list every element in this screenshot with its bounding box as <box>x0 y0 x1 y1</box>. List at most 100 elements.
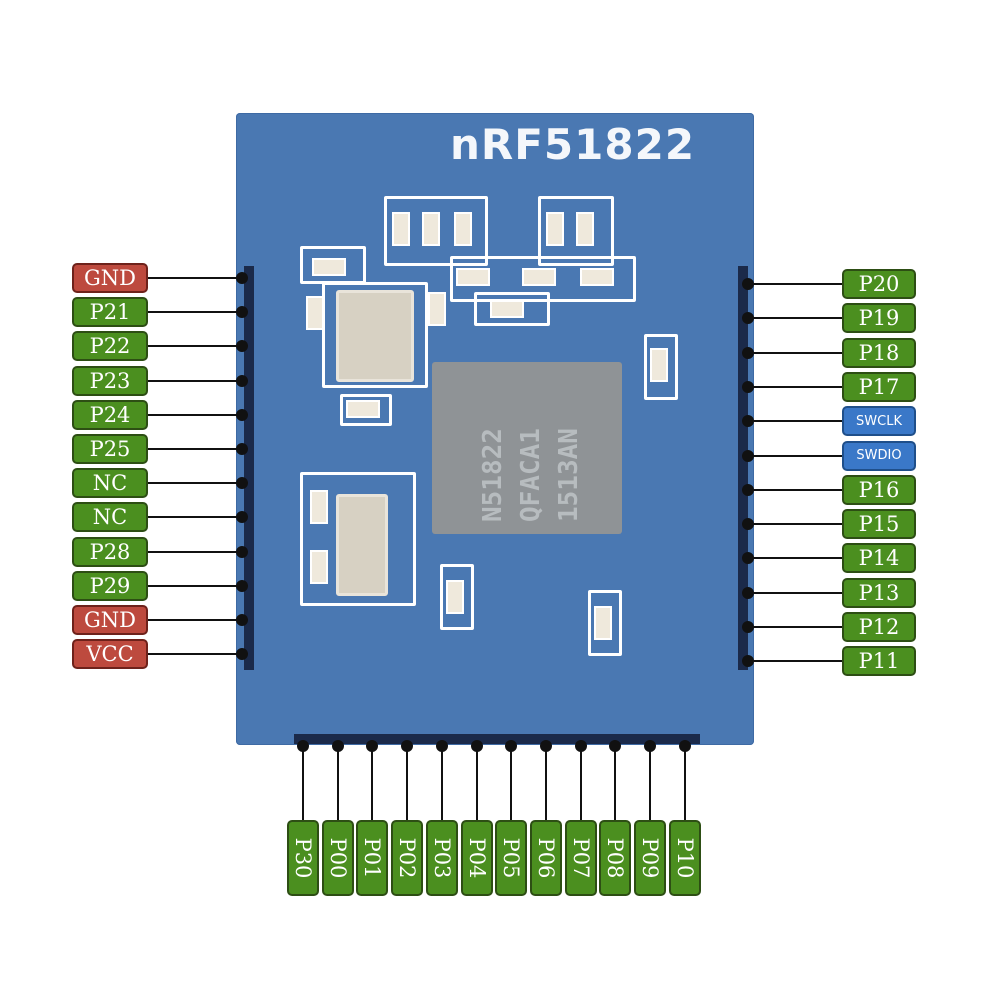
pin-dot <box>236 614 248 626</box>
pin-label-right-p15: P15 <box>842 509 916 540</box>
component-outline <box>474 292 550 326</box>
pin-label-left-p21: P21 <box>72 297 148 328</box>
pin-leader-line <box>148 584 242 587</box>
pin-leader-line <box>148 379 242 382</box>
pin-leader-line <box>748 557 842 560</box>
smd-component <box>522 268 556 286</box>
board-title: nRF51822 <box>450 120 696 169</box>
pin-leader-line <box>148 448 242 450</box>
pin-leader-line <box>748 283 842 285</box>
pin-label-bottom-p02: P02 <box>391 820 424 896</box>
pin-leader-line <box>748 351 842 354</box>
pin-label-text: P10 <box>672 837 697 879</box>
smd-component <box>346 400 380 418</box>
pin-label-bottom-p03: P03 <box>425 820 458 896</box>
pin-leader-line <box>148 277 242 279</box>
pin-leader-line <box>748 488 842 491</box>
pin-leader-line <box>510 746 513 822</box>
pin-leader-line <box>748 523 842 526</box>
chip-marking-line-2: QFACA1 <box>516 428 546 522</box>
pin-label-bottom-p00: P00 <box>321 820 354 896</box>
pin-label-left-nc: NC <box>72 468 148 499</box>
component-outline <box>440 564 474 630</box>
pin-leader-line <box>371 746 374 822</box>
pin-leader-line <box>440 746 443 822</box>
pin-label-text: P03 <box>429 837 454 879</box>
pin-label-bottom-p09: P09 <box>634 820 666 896</box>
pin-label-right-p11: P11 <box>842 646 916 677</box>
pin-label-left-p25: P25 <box>72 434 148 464</box>
pin-label-text: P04 <box>464 837 489 879</box>
smd-component <box>422 212 440 246</box>
pin-dot <box>236 648 248 661</box>
pin-label-text: P05 <box>499 837 524 879</box>
pin-label-left-p23: P23 <box>72 365 148 396</box>
pin-label-text: P02 <box>395 837 420 879</box>
pin-dot <box>236 579 248 592</box>
component-outline <box>322 282 428 388</box>
pin-leader-line <box>748 317 842 320</box>
pin-leader-line <box>406 746 409 822</box>
pin-leader-line <box>148 413 242 416</box>
pin-label-text: P06 <box>533 837 558 879</box>
smd-component <box>580 268 614 286</box>
pin-label-left-gnd: GND <box>72 605 148 635</box>
pin-leader-line <box>302 746 304 822</box>
pin-label-left-p24: P24 <box>72 399 148 430</box>
chip-marking-line-1: N51822 <box>478 428 508 522</box>
pin-leader-line <box>148 311 242 314</box>
pin-label-left-nc: NC <box>72 502 148 533</box>
smd-component <box>650 348 668 382</box>
pin-dot <box>236 374 248 387</box>
pin-label-text: P07 <box>568 837 593 879</box>
pin-label-right-p14: P14 <box>842 543 916 574</box>
pin-label-bottom-p04: P04 <box>460 820 493 896</box>
left-pad-strip <box>244 266 254 670</box>
pin-label-right-p12: P12 <box>842 612 916 642</box>
pin-leader-line <box>614 746 617 822</box>
component-outline <box>588 590 622 656</box>
pin-label-left-p29: P29 <box>72 570 148 601</box>
component-outline <box>450 256 636 302</box>
pin-label-right-p13: P13 <box>842 577 916 608</box>
pin-leader-line <box>148 345 242 348</box>
pin-leader-line <box>148 653 242 656</box>
pin-label-right-p18: P18 <box>842 337 916 368</box>
pin-label-right-p20: P20 <box>842 269 916 299</box>
pin-leader-line <box>748 385 842 388</box>
pin-label-left-p28: P28 <box>72 536 148 567</box>
crystal-32khz <box>336 494 388 596</box>
smd-component <box>310 490 328 524</box>
pin-leader-line <box>579 746 582 822</box>
pin-label-right-p17: P17 <box>842 371 916 402</box>
pin-label-right-p19: P19 <box>842 303 916 334</box>
bottom-pad-strip <box>294 734 700 744</box>
pin-leader-line <box>544 746 547 822</box>
pin-dot <box>236 340 248 353</box>
pin-dot <box>236 272 248 284</box>
smd-component <box>312 258 346 276</box>
pin-leader-line <box>148 516 242 519</box>
pin-label-bottom-p07: P07 <box>564 820 597 896</box>
component-outline <box>644 334 678 400</box>
right-pad-strip <box>738 266 748 670</box>
pin-dot <box>236 477 248 490</box>
pin-label-bottom-p30: P30 <box>287 820 319 896</box>
component-outline <box>300 472 416 606</box>
smd-component <box>490 300 524 318</box>
pin-leader-line <box>649 746 651 822</box>
smd-component <box>594 606 612 640</box>
pin-label-right-swclk: SWCLK <box>842 406 916 437</box>
pin-leader-line <box>148 550 242 553</box>
crystal-oscillator <box>336 290 414 382</box>
pin-label-bottom-p05: P05 <box>495 820 528 896</box>
component-outline <box>340 394 392 426</box>
smd-component <box>446 580 464 614</box>
pin-leader-line <box>148 619 242 621</box>
pin-label-left-gnd: GND <box>72 263 148 293</box>
pin-leader-line <box>748 626 842 628</box>
pin-dot <box>236 545 248 558</box>
smd-component <box>456 268 490 286</box>
pin-label-bottom-p01: P01 <box>356 820 389 896</box>
nrf51822-chip: N51822 QFACA1 1513AN <box>432 362 622 534</box>
